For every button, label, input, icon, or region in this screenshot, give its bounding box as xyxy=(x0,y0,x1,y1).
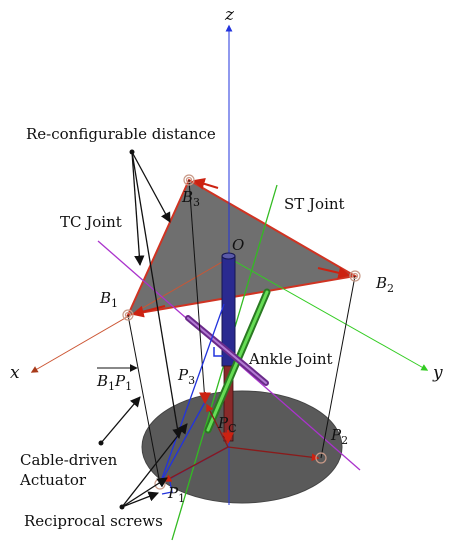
label-b1: B1 xyxy=(99,289,118,310)
pulley-b2-inner xyxy=(351,272,359,280)
st-joint-label: ST Joint xyxy=(284,195,345,213)
ankle-joint-label: Ankle Joint xyxy=(248,350,333,368)
reconfig-arrow-1 xyxy=(131,151,171,223)
tc-joint-label: TC Joint xyxy=(60,213,122,231)
right-angle-mark-p1 xyxy=(161,481,173,495)
cable-label-line1: Cable-driven xyxy=(20,451,118,469)
shaft-top xyxy=(221,252,236,260)
label-b2: B2 xyxy=(375,274,394,295)
arrow-b2 xyxy=(317,266,351,279)
cable-label-line2: Actuator xyxy=(19,471,87,489)
reciprocal-arrow-1 xyxy=(121,423,188,508)
vector-text: B1P1 xyxy=(96,372,132,393)
reciprocal-screw-1 xyxy=(159,303,225,485)
reciprocal-arrow-3 xyxy=(121,491,159,508)
cable-arrow xyxy=(100,396,141,444)
y-axis xyxy=(228,257,429,371)
cable-b1-p1 xyxy=(127,314,161,485)
pulley-b1 xyxy=(122,309,134,321)
z-axis-label: z xyxy=(224,5,235,25)
reconfig-label: Re-configurable distance xyxy=(26,125,216,143)
reciprocal-arrow-2 xyxy=(121,477,168,508)
pulley-b1-inner xyxy=(124,311,132,319)
y-axis-label: y xyxy=(432,363,443,383)
pulley-p2 xyxy=(315,452,327,464)
vector-pc-p2 xyxy=(227,446,320,462)
pulley-b3-inner xyxy=(185,176,193,184)
vector-b1p1-label: B1P1 xyxy=(96,364,138,393)
label-p2: P2 xyxy=(330,426,348,447)
origin-label: O xyxy=(232,236,244,254)
reciprocal-label: Reciprocal screws xyxy=(24,512,163,530)
label-b3: B3 xyxy=(181,188,200,209)
pulley-b2 xyxy=(349,270,361,282)
arrow-b3 xyxy=(192,178,219,190)
reconfig-arrow-3 xyxy=(131,151,183,440)
tc-link-bar-highlight xyxy=(187,317,267,384)
cable-b2-p2 xyxy=(320,275,356,459)
x-axis-label: x xyxy=(10,363,20,383)
base-disc xyxy=(141,390,343,504)
arrow-b1 xyxy=(131,305,166,318)
pulley-b3 xyxy=(183,174,195,186)
reciprocal-screw-2 xyxy=(159,401,206,485)
label-p1: P1 xyxy=(167,484,185,505)
reconfig-arrow-2 xyxy=(131,151,145,267)
upper-platform xyxy=(126,178,358,317)
label-pc: PC xyxy=(217,414,237,435)
vector-pc-p1 xyxy=(163,446,229,482)
right-angle-mark xyxy=(213,347,223,357)
label-p3: P3 xyxy=(177,366,195,387)
